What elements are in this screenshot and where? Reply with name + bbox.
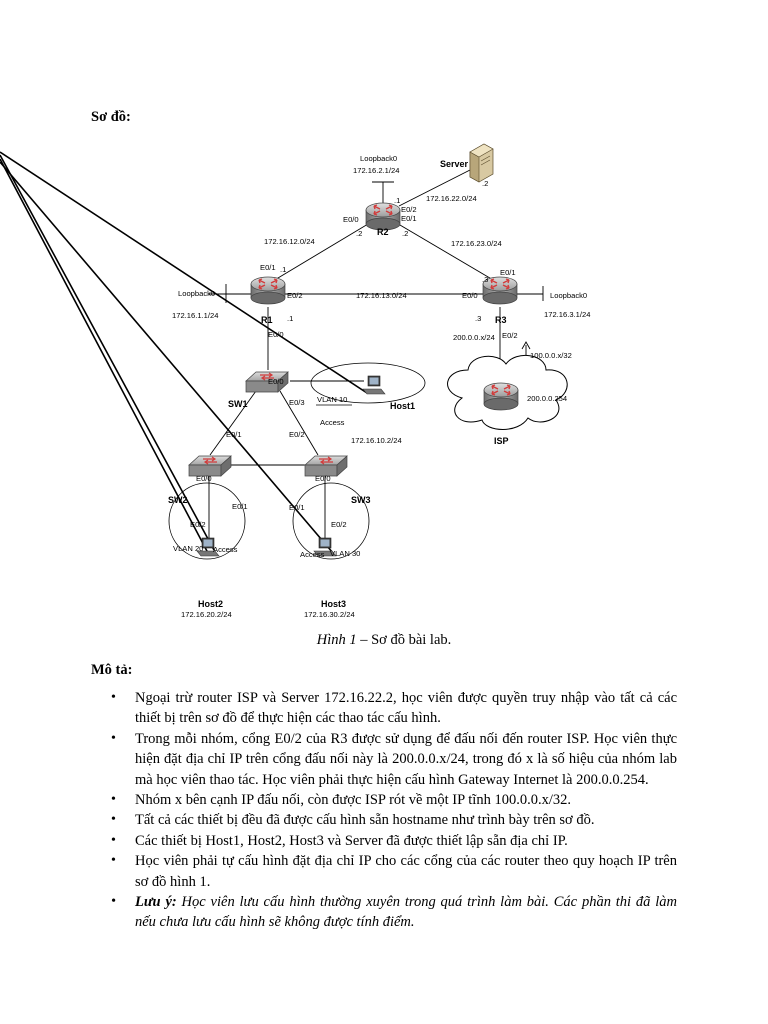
sw2-e02-port: E0/2	[190, 520, 206, 529]
sw1-e01-port: E0/1	[226, 430, 242, 439]
server-icon	[469, 143, 494, 183]
r2-e01-port: E0/1	[401, 214, 417, 223]
list-item: Nhóm x bên cạnh IP đấu nối, còn được ISP…	[111, 790, 677, 811]
sw3-e02-port: E0/2	[331, 520, 347, 529]
r3-left-octet: .3	[475, 314, 481, 323]
list-item: Tất cả các thiết bị đều đã được cấu hình…	[111, 810, 677, 831]
figure-number: Hình 1	[316, 632, 357, 648]
server-octet: .2	[482, 179, 488, 188]
vlan30-label: VLAN 30	[330, 549, 360, 558]
note-label: Lưu ý:	[135, 894, 177, 911]
r1-loopback-ip: 172.16.1.1/24	[172, 311, 218, 320]
r2-r3-network: 172.16.23.0/24	[451, 239, 502, 248]
r2-loopback-ip: 172.16.2.1/24	[353, 166, 399, 175]
r1-r3-network: 172.16.13.0/24	[356, 291, 407, 300]
diagram-heading: Sơ đồ:	[91, 109, 131, 125]
r2-right-octet: .2	[402, 229, 408, 238]
sw3-e01-port: E0/1	[289, 503, 305, 512]
r1-e00-port: E0/0	[268, 330, 284, 339]
isp-ip: 200.0.0.254	[527, 394, 567, 403]
r2-loopback-name: Loopback0	[360, 154, 397, 163]
r2-server-network: 172.16.22.0/24	[426, 194, 477, 203]
list-item: Trong mỗi nhóm, cổng E0/2 của R3 được sử…	[111, 729, 677, 790]
description-heading: Mô tả:	[91, 662, 133, 678]
host2-access: Access	[213, 545, 238, 554]
host1-label: Host1	[390, 401, 415, 411]
r3-loopback-name: Loopback0	[550, 291, 587, 300]
sw1-e00-port: E0/0	[268, 377, 284, 386]
sw1-label: SW1	[228, 399, 248, 409]
server-label: Server	[440, 159, 469, 169]
host1-ip: 172.16.10.2/24	[351, 436, 402, 445]
sw1-e02-port: E0/2	[289, 430, 305, 439]
switch-sw2-icon	[188, 455, 232, 477]
sw3-label: SW3	[351, 495, 371, 505]
r1-e02-port: E0/2	[287, 291, 303, 300]
host3-label: Host3	[321, 599, 346, 609]
r3-e00-port: E0/0	[462, 291, 478, 300]
isp-static-ip: 100.0.0.x/32	[530, 351, 572, 360]
r1-r2-network: 172.16.12.0/24	[264, 237, 315, 246]
r2-e02-port: E0/2	[401, 205, 417, 214]
r1-loopback-name: Loopback0	[178, 289, 215, 298]
host3-access: Access	[300, 550, 325, 559]
description-list: Ngoại trừ router ISP và Server 172.16.22…	[111, 688, 678, 933]
host3-ip: 172.16.30.2/24	[304, 610, 355, 619]
r1-top-octet: .1	[280, 265, 286, 274]
list-item: Ngoại trừ router ISP và Server 172.16.22…	[111, 688, 677, 729]
vlan20-label: VLAN 20	[173, 544, 203, 553]
r3-top-octet: .3	[482, 275, 488, 284]
router-r2-icon	[365, 202, 401, 231]
list-item: Học viên phải tự cấu hình đặt địa chỉ IP…	[111, 851, 677, 892]
sw2-e01-port: E0/1	[232, 502, 248, 511]
list-item: Các thiết bị Host1, Host2, Host3 và Serv…	[111, 831, 677, 852]
note-item: Lưu ý: Học viên lưu cấu hình thường xuyê…	[111, 892, 678, 933]
host1-access: Access	[320, 418, 345, 427]
router-isp-icon	[483, 382, 519, 411]
r3-isp-network: 200.0.0.x/24	[453, 333, 495, 342]
r3-label: R3	[495, 315, 507, 325]
r2-left-octet: .2	[356, 229, 362, 238]
r1-e01-port: E0/1	[260, 263, 276, 272]
sw2-label: SW2	[168, 495, 188, 505]
r2-e00-port: E0/0	[343, 215, 359, 224]
host1-pc-icon	[362, 375, 386, 395]
r2-label: R2	[377, 227, 389, 237]
r2-server-octet: .1	[394, 196, 400, 205]
host2-ip: 172.16.20.2/24	[181, 610, 232, 619]
r3-loopback-ip: 172.16.3.1/24	[544, 310, 590, 319]
sw1-e03-port: E0/3	[289, 398, 305, 407]
sw3-e00-port: E0/0	[315, 474, 331, 483]
diagonal-link-lines	[0, 151, 368, 554]
vlan10-label: VLAN 10	[317, 395, 347, 404]
network-diagram: Loopback0 172.16.2.1/24 Server .2 172.16…	[0, 143, 590, 619]
host2-label: Host2	[198, 599, 223, 609]
switch-sw3-icon	[304, 455, 348, 477]
sw2-e00-port: E0/0	[196, 474, 212, 483]
isp-label: ISP	[494, 436, 509, 446]
figure-caption-text: – Sơ đồ bài lab.	[356, 632, 452, 648]
router-r1-icon	[250, 276, 286, 305]
vlan-areas	[168, 362, 426, 560]
r3-e02-port: E0/2	[502, 331, 518, 340]
r3-e01-port: E0/1	[500, 268, 516, 277]
r1-label: R1	[261, 315, 273, 325]
figure-caption: Hình 1 – Sơ đồ bài lab.	[0, 632, 768, 649]
note-text: Học viên lưu cấu hình thường xuyên trong…	[135, 894, 678, 931]
r1-right-octet: .1	[287, 314, 293, 323]
